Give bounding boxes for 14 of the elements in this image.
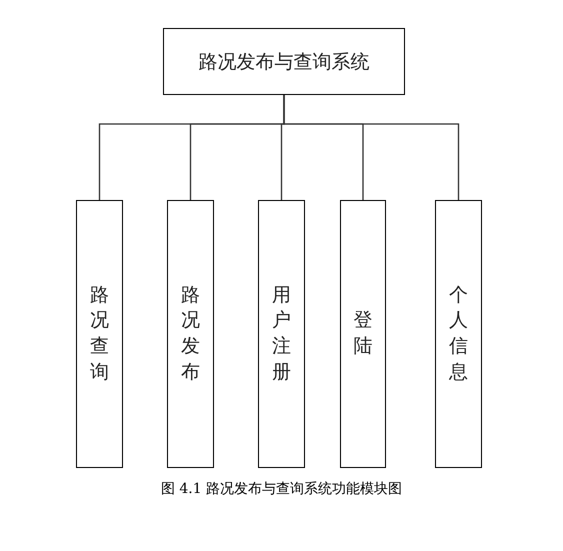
module-label: 路况查询 <box>90 282 109 385</box>
module-box <box>258 200 305 468</box>
figure-caption: 图 4.1 路况发布与查询系统功能模块图 <box>160 480 404 498</box>
module-label: 个人信息 <box>449 282 468 385</box>
system-box <box>163 28 405 95</box>
connector-line <box>283 95 460 200</box>
module-label: 登陆 <box>354 308 372 359</box>
system-title: 路况发布与查询系统 <box>198 50 370 74</box>
module-label: 路况发布 <box>181 282 200 385</box>
module-box <box>167 200 214 468</box>
module-box <box>340 200 386 468</box>
module-box <box>76 200 123 468</box>
module-label: 用户注册 <box>272 282 291 385</box>
module-box <box>435 200 482 468</box>
